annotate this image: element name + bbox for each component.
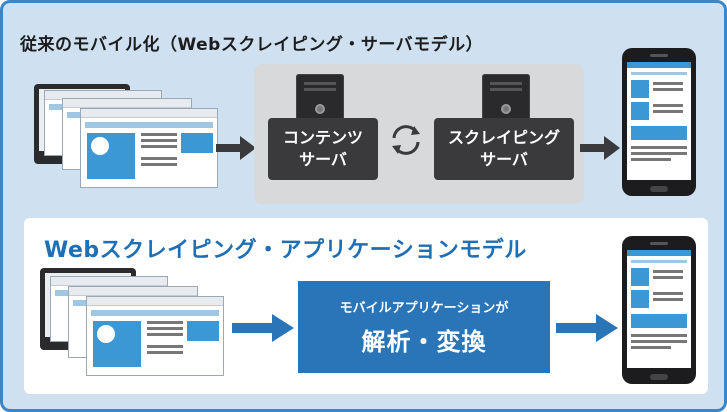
arrow-right-icon: [556, 314, 618, 342]
browser-window-icon: [86, 296, 224, 376]
smartphone-icon: [622, 236, 696, 384]
sync-icon: [392, 125, 420, 155]
content-server: コンテンツ サーバ: [268, 118, 378, 180]
scraping-server-label-2: サーバ: [480, 150, 528, 169]
traditional-model-title: 従来のモバイル化（Webスクレイピング・サーバモデル）: [20, 35, 484, 55]
content-server-label-2: サーバ: [299, 150, 347, 169]
content-server-label-1: コンテンツ: [282, 128, 363, 147]
process-box-subtitle: モバイルアプリケーションが: [339, 301, 509, 316]
arrow-right-icon: [232, 314, 294, 342]
arrow-right-icon: [580, 136, 620, 160]
scraping-server-label-1: スクレイピング: [447, 128, 560, 147]
mobile-app-process-box: モバイルアプリケーションが 解析・変換: [298, 281, 550, 373]
application-model-title: Webスクレイピング・アプリケーションモデル: [44, 238, 527, 263]
scraping-server: スクレイピング サーバ: [434, 118, 574, 180]
browser-window-icon: [80, 108, 218, 188]
arrow-right-icon: [216, 136, 256, 160]
smartphone-icon: [622, 48, 696, 196]
process-box-main: 解析・変換: [361, 328, 487, 356]
